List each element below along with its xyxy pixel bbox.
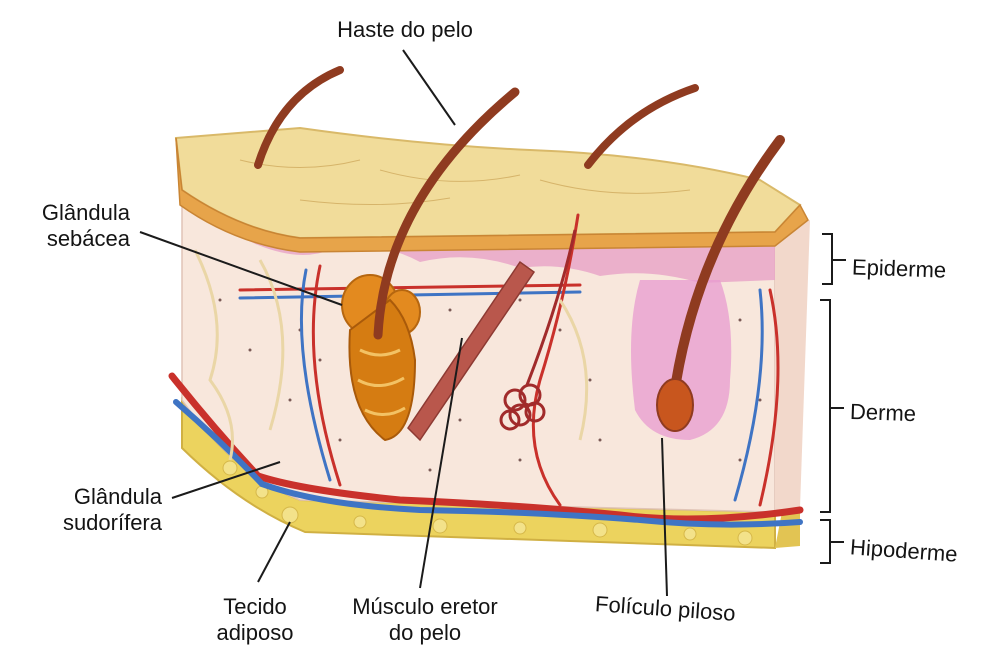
epidermis-layer <box>176 128 808 252</box>
bracket-derme <box>820 300 844 512</box>
label-glandula-sudorifera: Glândula sudorífera <box>0 484 162 536</box>
bracket-epiderme <box>822 234 846 284</box>
label-tecido-adiposo: Tecido adiposo <box>195 594 315 646</box>
label-epiderme: Epiderme <box>852 254 947 283</box>
layer-brackets <box>820 234 846 563</box>
label-glandula-sebacea: Glândula sebácea <box>0 200 130 252</box>
label-haste-do-pelo: Haste do pelo <box>305 17 505 43</box>
label-derme: Derme <box>850 399 917 427</box>
hair-follicle <box>657 379 693 431</box>
label-musculo-eretor: Músculo eretor do pelo <box>320 594 530 646</box>
bracket-hipoderme <box>820 520 844 563</box>
